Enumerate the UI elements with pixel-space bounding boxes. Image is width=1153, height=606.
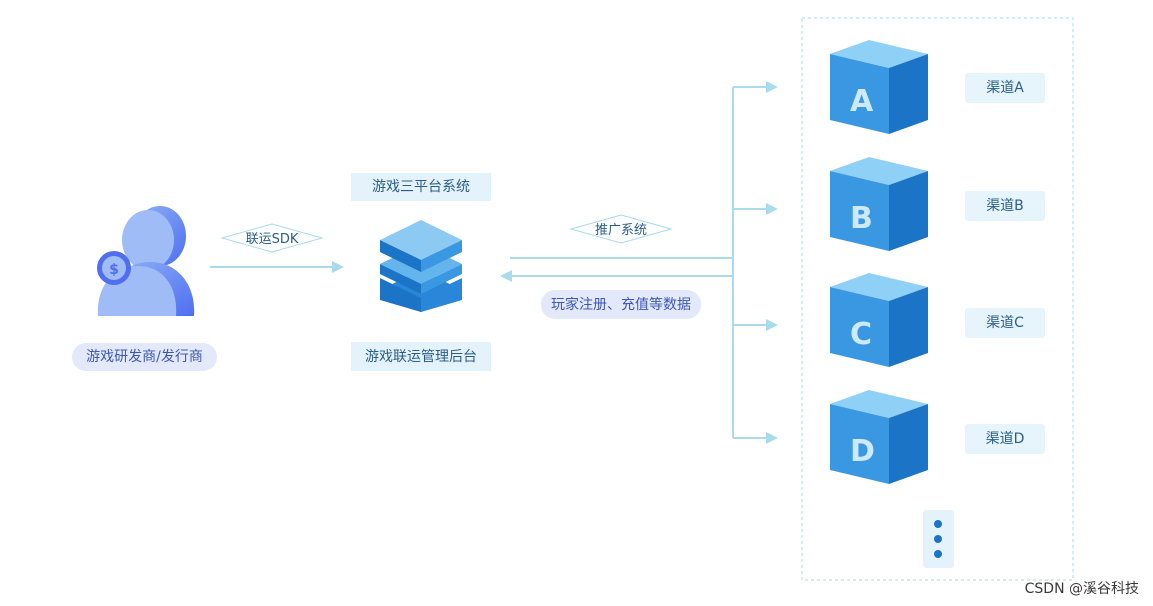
developer-label: 游戏研发商/发行商 — [72, 343, 217, 371]
platform-top-label: 游戏三平台系统 — [351, 173, 491, 201]
channel-cubes: A B C D — [830, 40, 928, 484]
channel-cube-letter: A — [850, 84, 874, 119]
more-vertical-icon — [923, 510, 954, 568]
channel-label-d: 渠道D — [965, 424, 1045, 454]
channel-label-b: 渠道B — [965, 191, 1045, 221]
sdk-arrow-label-diamond: 联运SDK — [220, 223, 324, 253]
return-arrow-label: 玩家注册、充值等数据 — [541, 290, 701, 319]
channel-group-frame — [801, 17, 1074, 581]
sdk-arrow — [210, 261, 344, 273]
channel-cube-a: A — [830, 40, 928, 134]
svg-text:$: $ — [109, 262, 119, 278]
watermark: CSDN @溪谷科技 — [1024, 581, 1139, 597]
channel-branch-lines — [732, 81, 778, 444]
channel-label-a: 渠道A — [965, 73, 1045, 103]
sdk-arrow-label: 联运SDK — [246, 232, 299, 247]
platform-bottom-label: 游戏联运管理后台 — [351, 342, 491, 371]
channel-cube-d: D — [830, 390, 928, 484]
server-stack-icon — [380, 220, 462, 312]
channel-cube-letter: C — [850, 317, 872, 352]
promo-arrow-label-diamond: 推广系统 — [569, 214, 673, 244]
channel-cube-letter: B — [850, 201, 873, 236]
channel-cube-b: B — [830, 157, 928, 251]
channel-cube-letter: D — [850, 434, 875, 469]
promo-arrow-label: 推广系统 — [595, 223, 647, 238]
return-arrow — [500, 270, 733, 282]
channel-label-c: 渠道C — [965, 308, 1045, 338]
channel-cube-c: C — [830, 273, 928, 367]
user-coin-icon: $ — [97, 206, 195, 316]
